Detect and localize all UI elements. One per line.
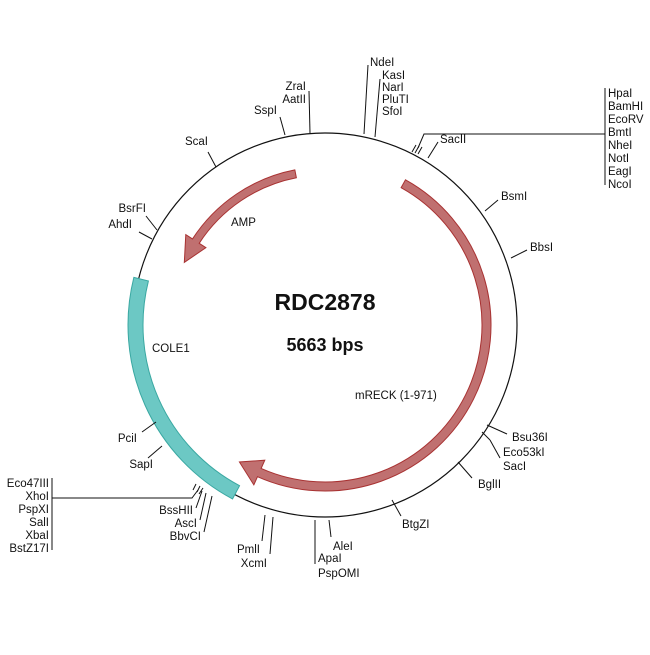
site-bsmi[interactable]: BsmI — [484, 191, 527, 212]
svg-text:BsrFI: BsrFI — [119, 203, 146, 215]
svg-text:AleI: AleI — [333, 541, 353, 553]
amp-feature-arrow[interactable] — [183, 169, 297, 264]
svg-text:BbvCI: BbvCI — [170, 531, 201, 543]
site-alei[interactable]: AleI — [328, 519, 353, 553]
svg-text:BtgZI: BtgZI — [402, 519, 429, 531]
site-ncoi[interactable]: NcoI — [608, 179, 632, 191]
site-bbsi[interactable]: BbsI — [510, 242, 553, 259]
svg-text:PciI: PciI — [118, 433, 137, 445]
svg-text:AscI: AscI — [175, 518, 197, 530]
amp-label: AMP — [231, 217, 256, 229]
site-xcmi[interactable]: XcmI — [241, 516, 274, 570]
site-xbai[interactable]: XbaI — [25, 530, 49, 542]
site-btgzi[interactable]: BtgZI — [391, 499, 429, 531]
svg-text:SacII: SacII — [440, 134, 466, 146]
svg-text:SapI: SapI — [129, 459, 153, 471]
svg-text:SspI: SspI — [254, 105, 277, 117]
site-bstz17i[interactable]: BstZ17I — [9, 543, 49, 555]
site-ndei[interactable]: NdeI — [363, 57, 394, 135]
site-sacii[interactable]: SacII — [427, 134, 466, 159]
site-eco47iii[interactable]: Eco47III — [7, 478, 49, 490]
cole1-label: COLE1 — [152, 343, 190, 355]
svg-text:ZraI: ZraI — [286, 81, 306, 93]
svg-text:PspOMI: PspOMI — [318, 568, 360, 580]
cole1-feature[interactable] — [127, 276, 241, 500]
svg-text:AatII: AatII — [282, 94, 306, 106]
site-bamhi[interactable]: BamHI — [608, 101, 643, 113]
site-pspxi[interactable]: PspXI — [18, 504, 49, 516]
svg-text:AhdI: AhdI — [108, 219, 132, 231]
site-ecorv[interactable]: EcoRV — [608, 114, 644, 126]
svg-text:SacI: SacI — [503, 461, 526, 473]
mreck-feature-arrow[interactable] — [238, 179, 492, 492]
site-scai[interactable]: ScaI — [185, 136, 217, 168]
site-xhoi[interactable]: XhoI — [25, 491, 49, 503]
site-pmli[interactable]: PmlI — [237, 514, 266, 556]
site-sapi[interactable]: SapI — [129, 445, 163, 471]
site-noti[interactable]: NotI — [608, 153, 629, 165]
site-eagi[interactable]: EagI — [608, 166, 632, 178]
svg-text:BbsI: BbsI — [530, 242, 553, 254]
svg-text:ApaI: ApaI — [318, 553, 342, 565]
site-bsu36i[interactable]: Bsu36I — [486, 424, 548, 444]
svg-text:Bsu36I: Bsu36I — [512, 432, 548, 444]
svg-text:KasI: KasI — [382, 70, 405, 82]
svg-text:SfoI: SfoI — [382, 106, 402, 118]
svg-text:BssHII: BssHII — [159, 505, 193, 517]
svg-text:NarI: NarI — [382, 82, 404, 94]
site-sali[interactable]: SalI — [29, 517, 49, 529]
site-nhei[interactable]: NheI — [608, 140, 632, 152]
svg-text:XcmI: XcmI — [241, 558, 267, 570]
svg-text:Eco53kI: Eco53kI — [503, 447, 545, 459]
site-ahdi[interactable]: AhdI — [108, 219, 153, 240]
svg-text:BglII: BglII — [478, 479, 501, 491]
site-bsrfi[interactable]: BsrFI — [119, 203, 158, 231]
svg-text:NdeI: NdeI — [370, 57, 394, 69]
site-hpai[interactable]: HpaI — [608, 88, 632, 100]
site-apai-pspomi[interactable]: ApaI PspOMI — [314, 520, 360, 580]
site-bglii[interactable]: BglII — [457, 461, 501, 491]
svg-text:ScaI: ScaI — [185, 136, 208, 148]
plasmid-name: RDC2878 — [275, 289, 376, 315]
site-eco53ki-saci[interactable]: Eco53kI SacI — [481, 431, 545, 473]
svg-text:BsmI: BsmI — [501, 191, 527, 203]
site-bmti[interactable]: BmtI — [608, 127, 632, 139]
site-sspi[interactable]: SspI — [254, 105, 286, 136]
svg-text:PmlI: PmlI — [237, 544, 260, 556]
site-pcii[interactable]: PciI — [118, 421, 157, 445]
plasmid-size: 5663 bps — [286, 335, 363, 355]
mreck-label: mRECK (1-971) — [355, 390, 437, 402]
svg-text:PluTI: PluTI — [382, 94, 409, 106]
